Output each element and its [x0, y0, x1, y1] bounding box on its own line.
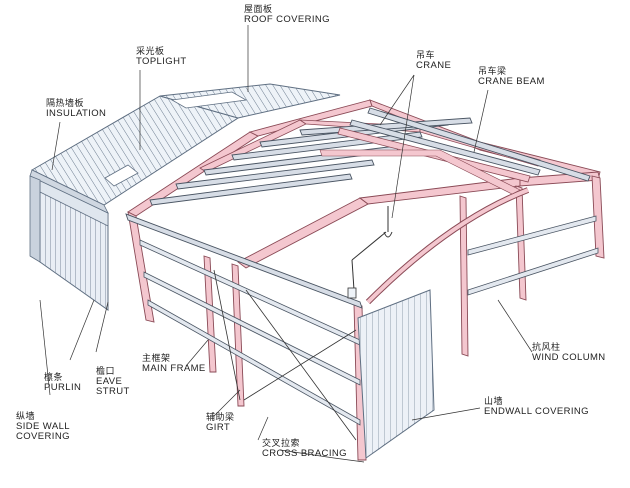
crane-beam	[319, 127, 531, 195]
label-crane-beam: 吊车梁 CRANE BEAM	[478, 67, 545, 88]
label-eave-strut: 檐口 EAVE STRUT	[96, 367, 130, 398]
toplight	[104, 91, 248, 187]
label-cross-bracing: 交叉拉索 CROSS BRACING	[262, 439, 347, 460]
crane-hook	[347, 206, 393, 299]
insulation-panel	[29, 175, 41, 263]
leader-lines	[39, 25, 533, 463]
eave-strut	[125, 213, 363, 309]
label-main-frame: 主框架 MAIN FRAME	[142, 354, 206, 375]
label-insulation: 隔热墙板 INSULATION	[46, 99, 107, 120]
label-toplight: 采光板 TOPLIGHT	[136, 47, 187, 68]
label-crane: 吊车 CRANE	[416, 51, 452, 72]
girts	[139, 215, 599, 426]
cross-bracing	[213, 269, 357, 441]
label-girt: 辅助梁 GIRT	[206, 413, 235, 434]
label-purlin: 檩条 PURLIN	[44, 373, 82, 394]
label-side-wall-covering: 纵墙 SIDE WALL COVERING	[16, 412, 70, 443]
label-wind-column: 抗风柱 WIND COLUMN	[532, 343, 606, 364]
label-roof-covering: 屋面板 ROOF COVERING	[244, 5, 330, 26]
endwall-covering	[357, 289, 435, 459]
label-endwall-covering: 山墙 ENDWALL COVERING	[484, 397, 589, 418]
roof-covering	[29, 83, 341, 214]
